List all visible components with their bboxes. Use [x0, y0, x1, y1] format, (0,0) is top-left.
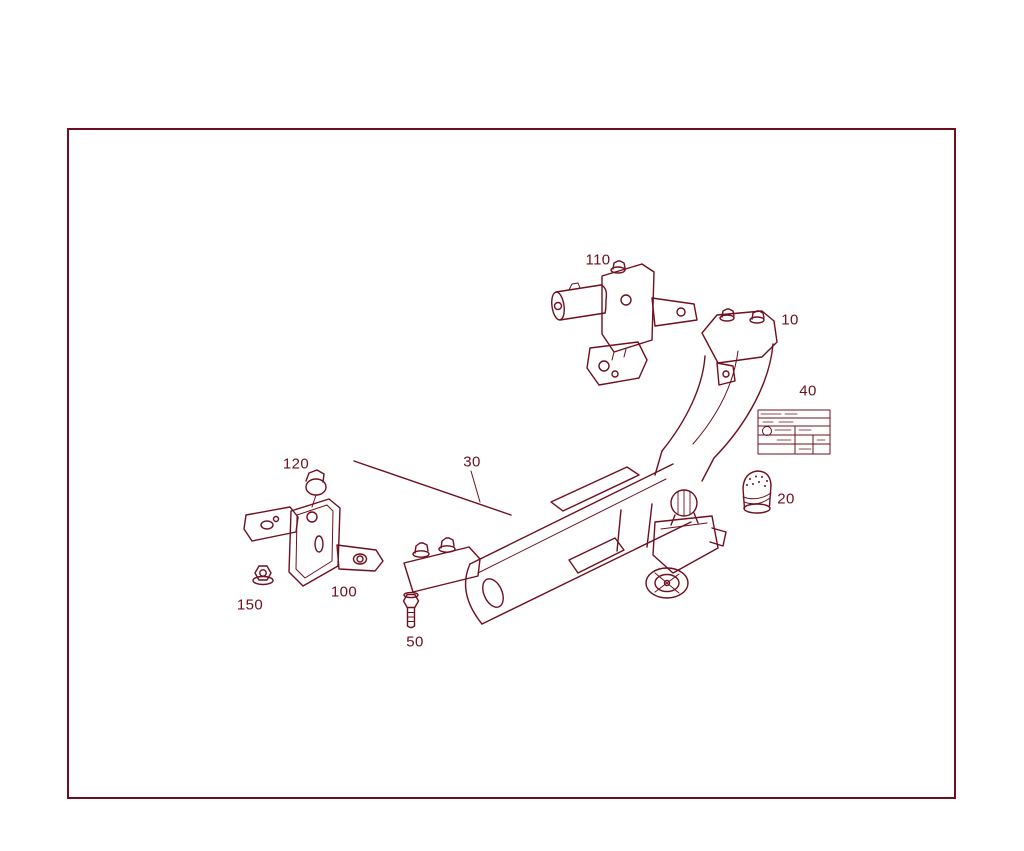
ball-cover-cap	[742, 470, 772, 514]
callout-30: 30	[463, 453, 481, 471]
callout-40: 40	[799, 382, 817, 400]
callout-110: 110	[585, 251, 611, 269]
towbar-parts-drawing	[243, 260, 831, 629]
plug-bolt	[305, 469, 327, 508]
socket-bracket-assembly	[551, 260, 698, 386]
beam-left-bracket	[403, 537, 481, 593]
hex-bolt	[402, 591, 420, 629]
callout-150: 150	[236, 596, 264, 614]
type-plate	[757, 409, 831, 455]
callout-50: 50	[406, 633, 424, 651]
gooseneck-arm	[654, 343, 774, 482]
leader-line-30	[353, 460, 512, 516]
callout-120: 120	[282, 455, 310, 473]
coupling-ball	[645, 489, 727, 599]
flange-nut	[252, 565, 274, 586]
callout-20: 20	[777, 490, 795, 508]
cross-member	[464, 463, 692, 625]
left-mounting-bracket	[243, 498, 384, 587]
diagram-frame: 110 10 40 20 30 120 100 150 50	[67, 128, 956, 799]
callout-100: 100	[330, 583, 358, 601]
callout-10: 10	[781, 311, 799, 329]
gooseneck-bracket	[701, 308, 778, 386]
